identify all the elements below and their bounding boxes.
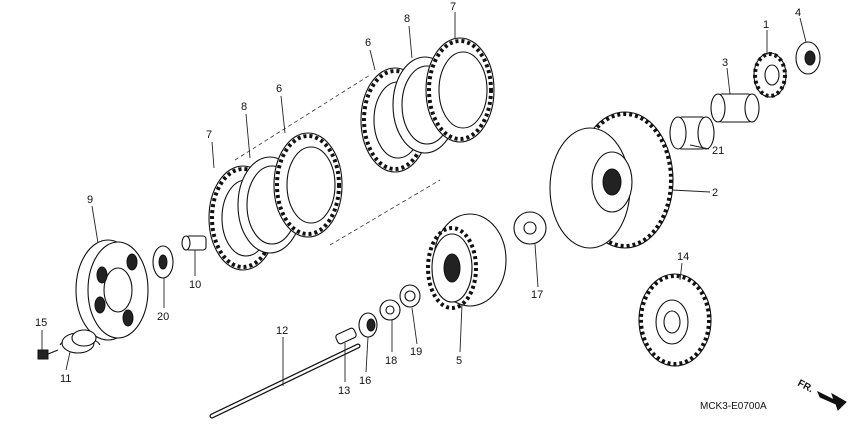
- diagram-code: MCK3-E0700A: [700, 401, 767, 412]
- pushrod: [209, 343, 361, 419]
- callout-16: 16: [359, 375, 371, 387]
- washer: [399, 284, 421, 308]
- callout-19: 19: [410, 346, 422, 358]
- front-direction-marker: FR.: [796, 378, 847, 411]
- lifter-piece: [181, 235, 207, 251]
- drive-sprocket: [753, 52, 787, 98]
- callout-7: 7: [450, 1, 456, 13]
- callout-15: 15: [35, 317, 47, 329]
- callout-2: 2: [712, 187, 718, 199]
- callout-8: 8: [241, 101, 247, 113]
- pin: [335, 327, 357, 345]
- callout-3: 3: [722, 57, 728, 69]
- leader-lines: [41, 12, 807, 386]
- needle-bearing: [669, 116, 715, 150]
- collar: [710, 93, 760, 123]
- clutch-center: [426, 213, 507, 310]
- callout-4: 4: [795, 7, 801, 19]
- front-label: FR.: [796, 378, 816, 395]
- ball-retainer: [358, 312, 378, 338]
- bearing: [152, 245, 174, 279]
- friction-disc: [425, 37, 495, 143]
- callout-21: 21: [712, 145, 724, 157]
- callout-6: 6: [365, 37, 371, 49]
- callout-12: 12: [276, 325, 288, 337]
- assembly-line: [234, 74, 371, 161]
- callout-18: 18: [385, 355, 397, 367]
- callout-17: 17: [531, 289, 543, 301]
- callout-9: 9: [87, 194, 93, 206]
- bolt: [37, 349, 59, 360]
- washer: [379, 299, 401, 321]
- callout-11: 11: [60, 373, 71, 385]
- callout-5: 5: [456, 355, 462, 367]
- clutch-spring: [59, 329, 101, 354]
- callout-10: 10: [189, 279, 201, 291]
- arrow-icon: [817, 390, 847, 411]
- callout-1: 1: [763, 19, 769, 31]
- callout-7: 7: [206, 129, 212, 141]
- callout-6: 6: [276, 83, 282, 95]
- callout-labels: 1 4 3 21 2 14 17 5 19 18 16 13 12 11 15 …: [35, 1, 801, 397]
- callout-13: 13: [338, 385, 350, 397]
- primary-drive-gear: [638, 273, 712, 367]
- thrust-washer: [513, 211, 547, 245]
- assembly-line: [329, 179, 441, 246]
- callout-14: 14: [677, 251, 689, 263]
- washer: [795, 41, 821, 75]
- friction-disc: [273, 132, 343, 238]
- pressure-plate: [75, 239, 149, 341]
- callout-8: 8: [404, 13, 410, 25]
- clutch-outer: [549, 111, 674, 249]
- callout-20: 20: [157, 311, 169, 323]
